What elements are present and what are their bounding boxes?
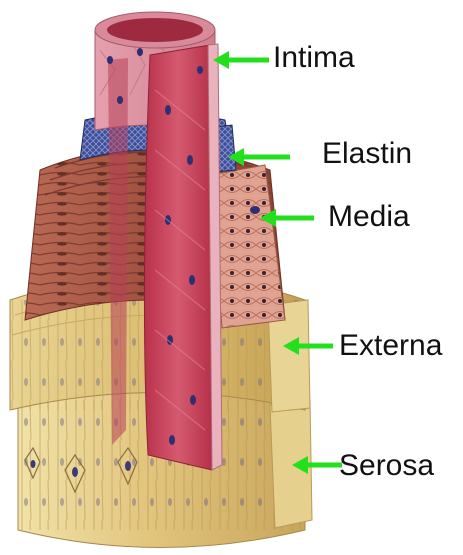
label-media: Media (328, 200, 410, 234)
externa-arrow-icon (283, 336, 333, 356)
label-externa: Externa (339, 329, 442, 363)
media-arrow-icon (260, 208, 314, 228)
label-elastin: Elastin (322, 137, 412, 171)
serosa-arrow-icon (292, 455, 342, 475)
label-serosa: Serosa (339, 449, 434, 483)
intima-arrow-icon (213, 50, 269, 70)
label-intima: Intima (273, 41, 355, 75)
elastin-arrow-icon (228, 147, 290, 167)
